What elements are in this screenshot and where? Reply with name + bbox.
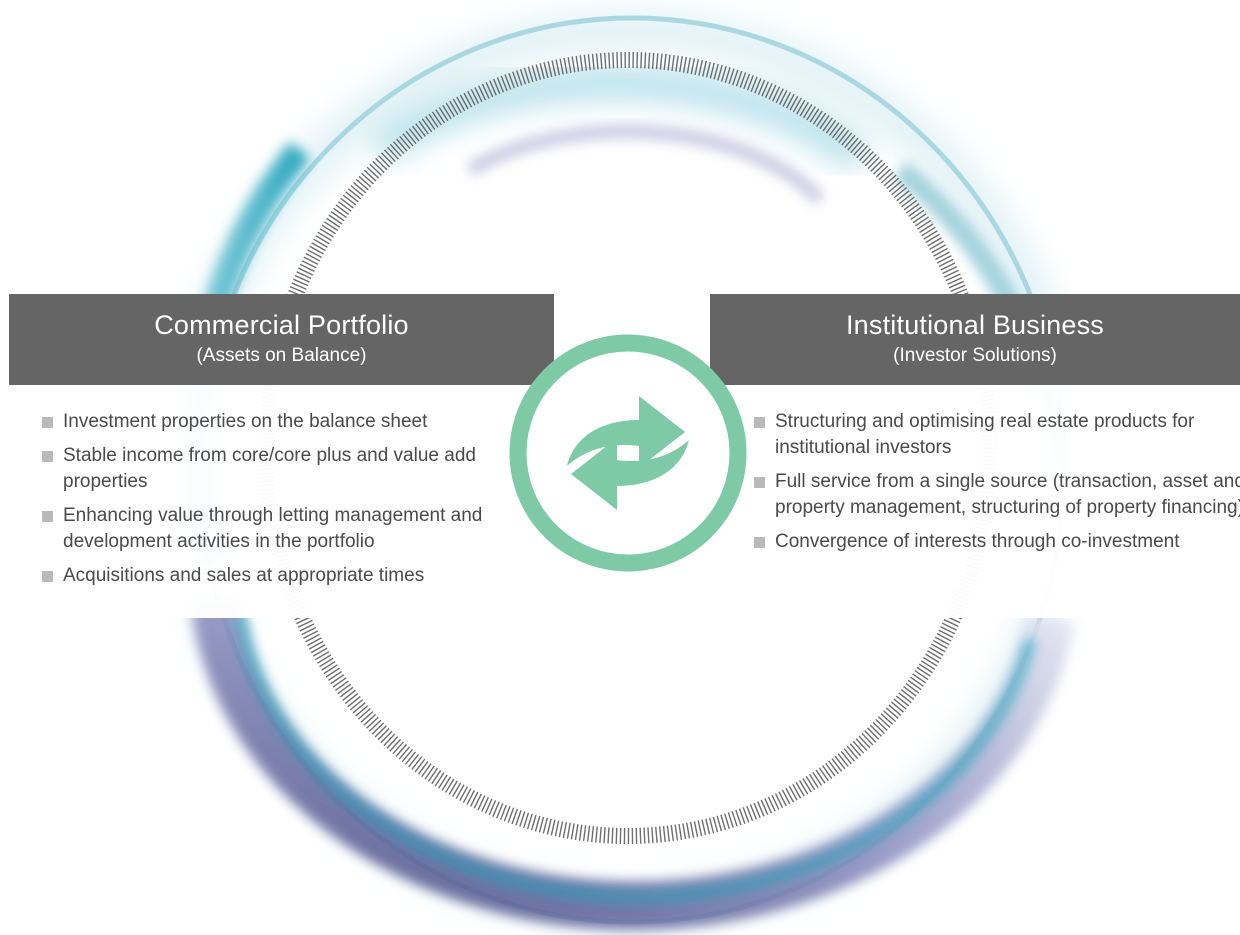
cycle-arrow-upper	[567, 396, 685, 468]
left-panel-title: Commercial Portfolio	[154, 310, 409, 340]
list-item: Acquisitions and sales at appropriate ti…	[42, 563, 513, 589]
right-panel-title: Institutional Business	[845, 310, 1105, 340]
square-bullet-icon	[42, 571, 53, 582]
bullet-text: Full service from a single source (trans…	[775, 471, 1240, 518]
commercial-portfolio-bullets: Investment properties on the balance she…	[30, 385, 554, 618]
commercial-portfolio-header: Commercial Portfolio (Assets on Balance)	[9, 294, 554, 385]
bullet-text: Acquisitions and sales at appropriate ti…	[63, 565, 425, 586]
cycle-arrows-icon	[509, 334, 747, 572]
list-item: Stable income from core/core plus and va…	[42, 443, 513, 495]
list-item: Full service from a single source (trans…	[754, 469, 1240, 521]
square-bullet-icon	[42, 417, 53, 428]
ring-inner-purple	[466, 124, 826, 205]
bullet-text: Enhancing value through letting manageme…	[63, 505, 483, 552]
square-bullet-icon	[42, 511, 53, 522]
bullet-text: Investment properties on the balance she…	[63, 411, 428, 432]
square-bullet-icon	[754, 537, 765, 548]
bullet-text: Convergence of interests through co-inve…	[775, 531, 1180, 552]
institutional-business-bullets: Structuring and optimising real estate p…	[710, 385, 1240, 618]
left-panel-subtitle: (Assets on Balance)	[196, 345, 367, 366]
bullet-text: Stable income from core/core plus and va…	[63, 445, 476, 492]
cycle-arrow-lower	[571, 438, 689, 510]
square-bullet-icon	[754, 417, 765, 428]
ring-inner-sweep	[369, 65, 872, 173]
list-item: Enhancing value through letting manageme…	[42, 503, 513, 555]
ring-teal-bottom	[235, 609, 1035, 902]
square-bullet-icon	[42, 451, 53, 462]
list-item: Structuring and optimising real estate p…	[754, 409, 1240, 461]
cycle-ring	[509, 334, 747, 572]
list-item: Convergence of interests through co-inve…	[754, 529, 1240, 555]
square-bullet-icon	[754, 477, 765, 488]
right-panel-subtitle: (Investor Solutions)	[893, 345, 1057, 366]
ring-purple-sweep	[191, 597, 1074, 930]
institutional-business-header: Institutional Business (Investor Solutio…	[710, 294, 1240, 385]
bullet-text: Structuring and optimising real estate p…	[775, 411, 1195, 458]
list-item: Investment properties on the balance she…	[42, 409, 513, 435]
